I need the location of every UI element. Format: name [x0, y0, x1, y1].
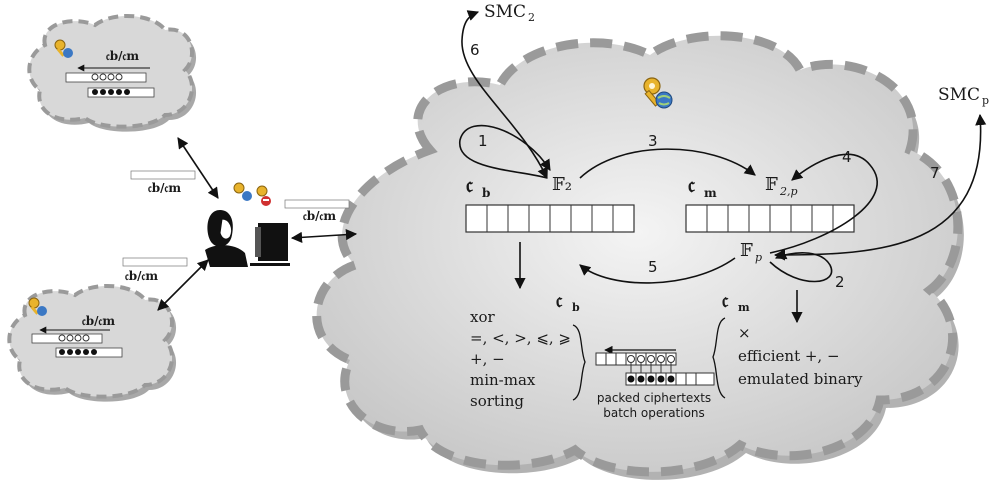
cb-bit-array: [465, 204, 635, 233]
user-right-bits: [284, 199, 350, 209]
cb-label-lower: 𝔠: [556, 288, 563, 312]
arrow-label-1: 1: [478, 132, 488, 150]
field-f2p-sub: 2,p: [779, 185, 798, 198]
bottom-cloud-bits: [31, 326, 123, 358]
key-icon-bottom-cloud: [28, 297, 47, 316]
cb-op-3: min-max: [470, 371, 536, 389]
top-cloud-bits: [65, 64, 155, 98]
user-lower-left-label: 𝔠b/𝔠m: [125, 269, 158, 283]
packed-ciphertexts-graphic: [595, 345, 715, 386]
smcp-sub: p: [982, 94, 989, 107]
user-upper-left-bits: [130, 170, 196, 180]
arrow-label-3: 3: [648, 132, 658, 150]
arrow-label-5: 5: [648, 258, 658, 276]
cm-brace: [712, 317, 726, 399]
cb-op-4: sorting: [470, 392, 524, 410]
smcp-label: SMC: [938, 85, 980, 105]
cm-op-1: efficient +, −: [738, 347, 840, 365]
cm-sub-lower: m: [738, 301, 750, 314]
cb-sub-lower: b: [572, 301, 580, 314]
cm-op-0: ×: [738, 324, 751, 342]
cb-sub: b: [482, 186, 490, 200]
arrow-label-4: 4: [842, 148, 852, 166]
packed-caption-2: batch operations: [603, 406, 705, 420]
bottom-cloud-label: 𝔠b/𝔠m: [82, 314, 115, 328]
arrow-3: [579, 148, 756, 179]
cb-operations-list: xor =, <, >, ⩽, ⩾ +, − min-max sorting: [470, 308, 571, 410]
arrow-5: [579, 257, 736, 284]
arrow-user-main-cloud: [290, 229, 358, 243]
user-lower-left-bits: [122, 257, 188, 267]
cb-op-2: +, −: [470, 350, 505, 368]
arrow-label-6: 6: [470, 41, 480, 59]
arrow-label-7: 7: [930, 164, 940, 182]
field-f2: 𝔽₂: [552, 174, 572, 195]
cm-label-lower: 𝔠: [722, 288, 729, 312]
smc2-label: SMC: [484, 2, 526, 22]
field-f2p: 𝔽: [765, 174, 778, 195]
key-icon: [643, 77, 673, 109]
arrow-label-2: 2: [835, 273, 845, 291]
smc2-sub: 2: [528, 11, 535, 24]
user-right-label: 𝔠b/𝔠m: [303, 209, 336, 223]
packed-caption-1: packed ciphertexts: [597, 391, 711, 405]
user-upper-left-label: 𝔠b/𝔠m: [148, 181, 181, 195]
cm-label: 𝔠: [688, 172, 696, 198]
arrow-6: [461, 10, 548, 180]
cm-bit-array: [685, 204, 855, 233]
cb-op-0: xor: [470, 308, 495, 326]
cb-brace: [572, 324, 586, 401]
arrow-7: [773, 113, 987, 261]
cm-op-2: emulated binary: [738, 370, 863, 388]
field-fp: 𝔽: [740, 240, 753, 261]
user-at-computer: [205, 210, 290, 267]
arrow-user-bottom-cloud: [157, 259, 209, 311]
cm-sub: m: [704, 186, 717, 200]
cm-operations-list: × efficient +, − emulated binary: [738, 324, 863, 388]
key-icon-top-cloud: [54, 39, 73, 58]
cb-op-1: =, <, >, ⩽, ⩾: [470, 329, 571, 347]
cb-label: 𝔠: [466, 172, 474, 198]
field-fp-sub: p: [755, 251, 762, 264]
arrow-user-top-cloud: [177, 137, 219, 199]
user-key-icons: [233, 182, 271, 206]
top-cloud-label: 𝔠b/𝔠m: [106, 49, 139, 63]
